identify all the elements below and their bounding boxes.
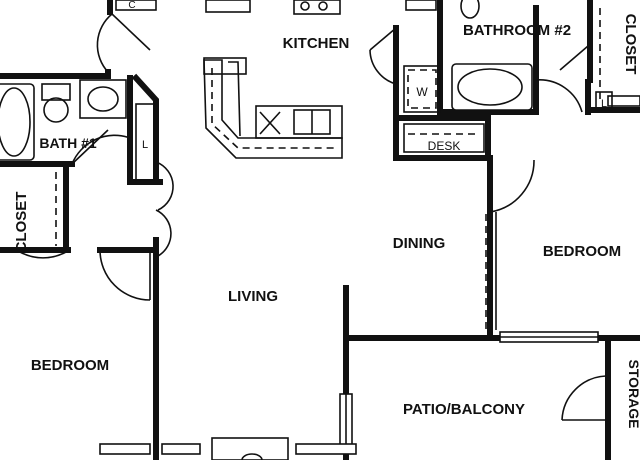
- room-label-dining: DINING: [393, 235, 446, 252]
- room-label-bathroom-2: BATHROOM #2: [463, 22, 571, 39]
- room-label-closet-left: CLOSET: [13, 192, 30, 253]
- windows: [99, 95, 640, 460]
- doors: [19, 13, 607, 421]
- fixtures: L W DESK C L: [0, 0, 613, 460]
- room-label-patio-balcony: PATIO/BALCONY: [403, 401, 525, 418]
- room-label-bath-1: BATH #1: [39, 135, 97, 151]
- closet-shelves: [55, 8, 601, 332]
- room-label-kitchen: KITCHEN: [283, 35, 350, 52]
- linen-closet-right: L: [601, 98, 607, 110]
- room-label-bedroom-right: BEDROOM: [543, 243, 621, 260]
- room-label-closet-right: CLOSET: [622, 14, 639, 75]
- room-label-bedroom-left: BEDROOM: [31, 357, 109, 374]
- linen-closet-top: C: [128, 0, 135, 11]
- desk-label: DESK: [428, 139, 461, 153]
- room-label-living: LIVING: [228, 288, 278, 305]
- washer-label: W: [416, 85, 428, 99]
- room-label-storage: STORAGE: [626, 360, 640, 429]
- room-labels: KITCHEN BATHROOM #2 CLOSET BATH #1 CLOSE…: [13, 14, 640, 429]
- linen-closet-bath1: L: [142, 139, 148, 151]
